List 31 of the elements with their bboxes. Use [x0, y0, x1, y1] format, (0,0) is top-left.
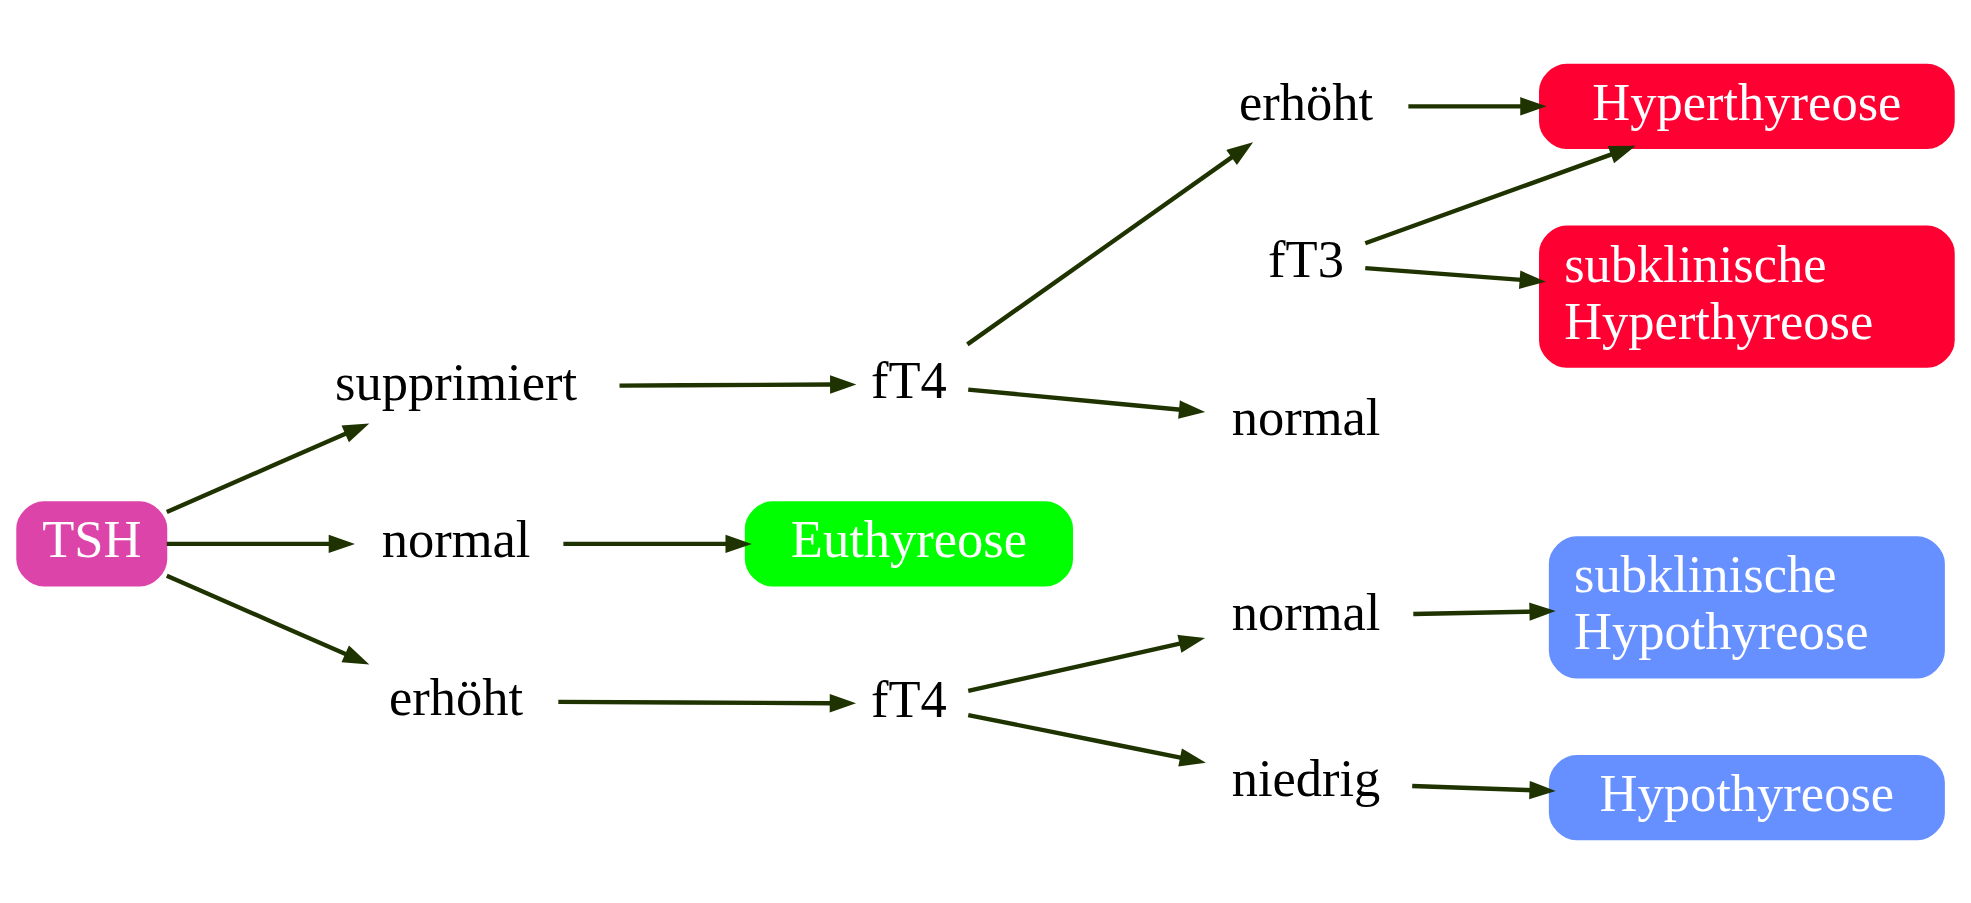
arrow	[165, 422, 370, 514]
node-box: Hyperthyreose	[1539, 63, 1955, 149]
node-box: subklinische Hypothyreose	[1548, 535, 1945, 678]
arrow	[619, 374, 857, 394]
arrow	[1364, 145, 1636, 245]
node-box: Euthyreose	[744, 500, 1073, 587]
arrow	[563, 534, 752, 553]
node-text: niedrig	[1231, 748, 1381, 807]
arrow	[968, 386, 1206, 419]
arrow	[165, 573, 370, 664]
arrow	[967, 634, 1206, 693]
node-box: Hypothyreose	[1548, 754, 1945, 840]
node-text: supprimiert	[335, 352, 578, 411]
arrow	[166, 534, 355, 553]
node-text: erhöht	[1238, 72, 1374, 131]
node-text: normal	[1231, 582, 1381, 641]
node-text: fT4	[871, 669, 947, 728]
node-text: fT4	[871, 350, 947, 409]
node-text: erhöht	[388, 667, 524, 726]
arrow	[1365, 265, 1546, 289]
arrow	[967, 712, 1206, 767]
arrow	[1412, 780, 1556, 799]
arrow	[1413, 601, 1556, 621]
arrow	[1408, 96, 1547, 116]
node-box: subklinische Hyperthyreose	[1539, 225, 1955, 368]
node-text: normal	[1231, 387, 1381, 446]
node-box: TSH	[16, 500, 168, 587]
arrow	[558, 693, 857, 712]
arrow	[966, 141, 1254, 346]
node-text: normal	[381, 509, 531, 568]
node-text: fT3	[1268, 229, 1344, 288]
